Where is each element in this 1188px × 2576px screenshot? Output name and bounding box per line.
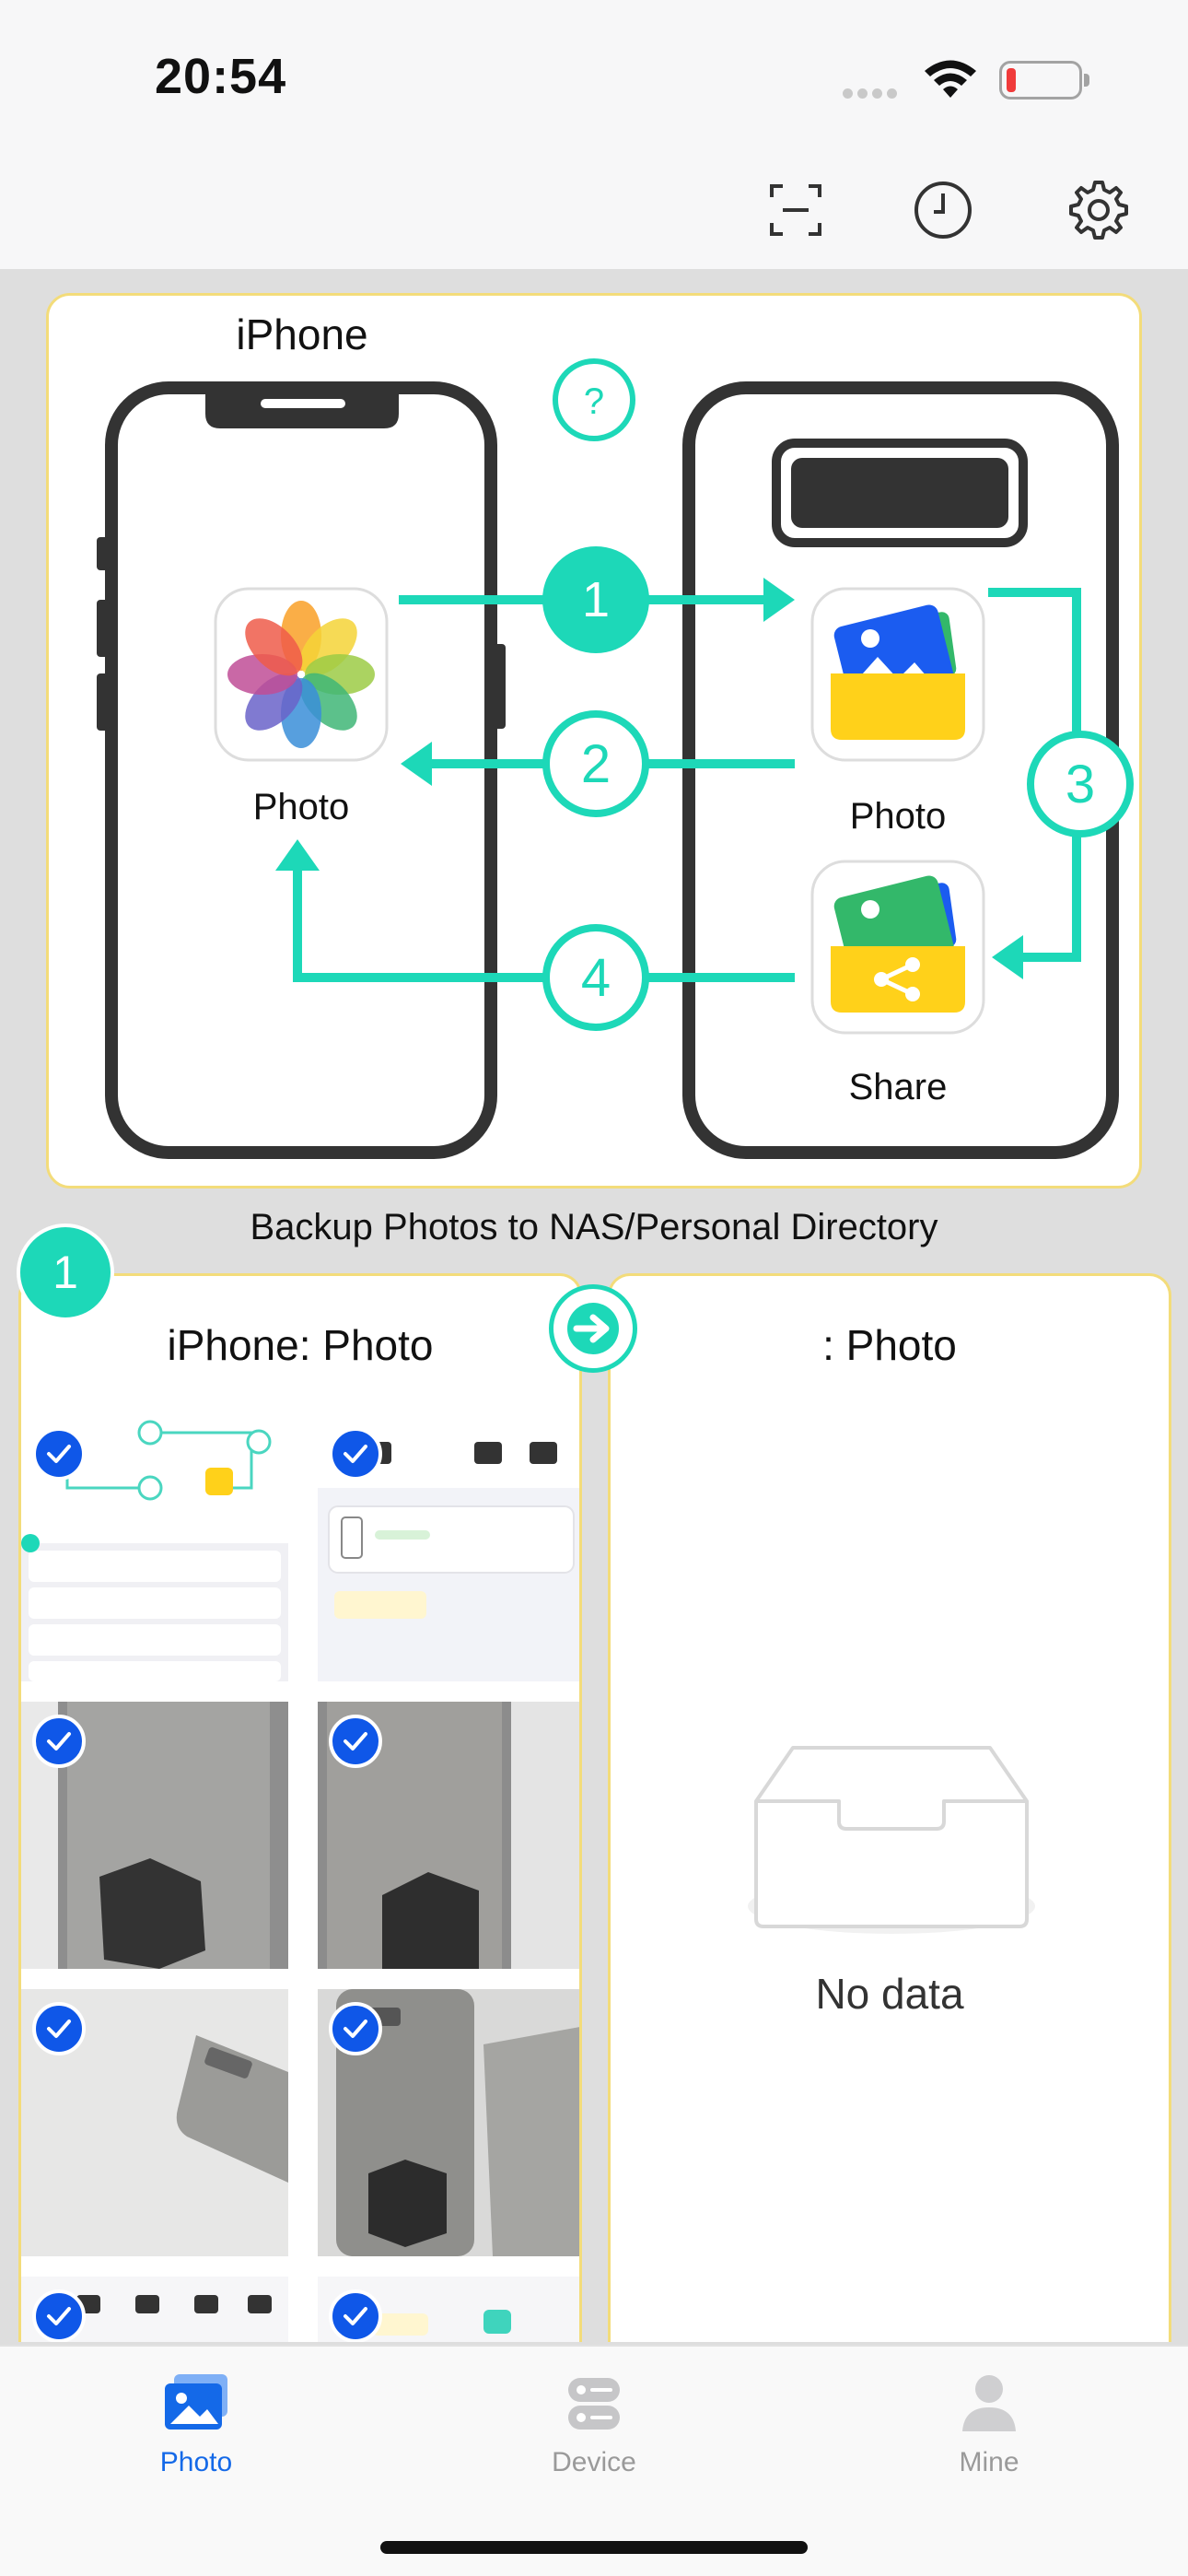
right-app-label: Photo (850, 796, 947, 837)
selected-check-icon (32, 2002, 86, 2055)
transfer-arrow-icon (549, 1284, 637, 1373)
tab-device[interactable]: Device (474, 2372, 714, 2478)
help-button[interactable]: ? (553, 358, 635, 441)
profile-tab-icon (962, 2375, 1016, 2431)
selected-check-icon (32, 1715, 86, 1768)
step-2-marker: 2 (542, 710, 649, 817)
selected-check-icon (329, 2289, 382, 2342)
empty-state-text: No data (815, 1970, 964, 2018)
photos-app-icon (214, 587, 389, 762)
svg-text:4: 4 (581, 948, 611, 1008)
settings-icon[interactable] (1062, 173, 1136, 247)
device-tab-icon (568, 2378, 620, 2430)
device-label: iPhone (236, 310, 367, 358)
destination-photo-title: : Photo (822, 1321, 957, 1369)
left-app-label: Photo (253, 787, 350, 827)
tab-bar: Photo Device Mine (0, 2345, 1188, 2576)
tab-photo[interactable]: Photo (76, 2372, 316, 2478)
photo-thumbnail[interactable] (318, 1702, 579, 1969)
tab-mine[interactable]: Mine (869, 2372, 1109, 2478)
iphone-photo-panel: iPhone: Photo (18, 1273, 582, 2342)
wifi-icon (925, 60, 976, 98)
top-toolbar (0, 157, 1188, 269)
step-3-marker: 3 (1027, 731, 1134, 837)
iphone-photo-title: iPhone: Photo (167, 1321, 434, 1369)
photo-thumbnail[interactable] (318, 1414, 579, 1681)
selected-check-icon (329, 2002, 382, 2055)
step-1-marker: 1 (542, 546, 649, 653)
photo-tab-icon (165, 2374, 227, 2430)
selected-check-icon (32, 2289, 86, 2342)
svg-text:?: ? (584, 381, 604, 422)
svg-text:1: 1 (582, 572, 610, 627)
svg-text:2: 2 (581, 734, 611, 794)
photo-thumbnail[interactable] (318, 2277, 579, 2342)
selected-check-icon (329, 1427, 382, 1481)
history-icon[interactable] (906, 173, 980, 247)
status-time: 20:54 (155, 49, 287, 104)
section-step-badge: 1 (17, 1224, 114, 1321)
status-bar: 20:54 (0, 0, 1188, 157)
photo-thumbnail[interactable] (21, 2277, 288, 2342)
selected-check-icon (32, 1427, 86, 1481)
iphone-illustration (97, 381, 506, 1159)
cellular-signal-icon (843, 87, 907, 99)
home-indicator (380, 2541, 808, 2554)
section-title: Backup Photos to NAS/Personal Directory (250, 1207, 938, 1247)
scan-icon[interactable] (759, 173, 833, 247)
destination-photo-panel: : Photo No data (608, 1273, 1171, 2342)
svg-text:3: 3 (1066, 755, 1095, 814)
step-4-marker: 4 (542, 924, 649, 1031)
empty-inbox-icon (748, 1746, 1035, 1934)
backup-flow-diagram: iPhone ? Photo (46, 293, 1142, 1188)
photo-thumbnail[interactable] (21, 1414, 288, 1681)
photo-thumbnail[interactable] (21, 1702, 288, 1969)
selected-check-icon (329, 1715, 382, 1768)
battery-icon (999, 61, 1089, 100)
nas-photo-folder-icon (810, 587, 985, 762)
photo-thumbnail[interactable] (318, 1989, 579, 2256)
photo-thumbnail[interactable] (21, 1989, 288, 2256)
share-label: Share (849, 1067, 948, 1107)
share-folder-icon (810, 860, 985, 1035)
